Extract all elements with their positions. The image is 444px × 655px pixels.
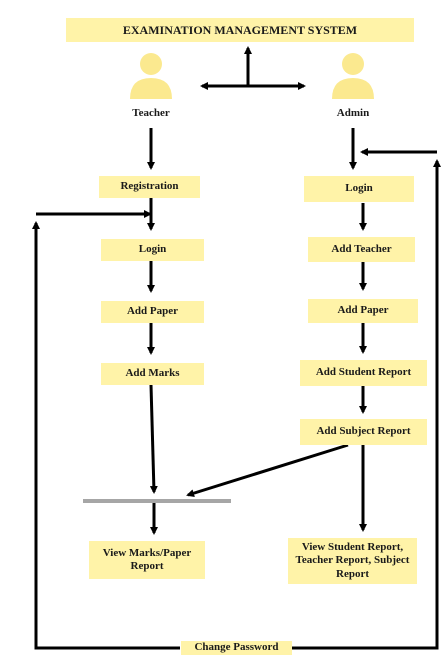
teacher-person-icon: [130, 53, 172, 99]
arrow-loop-right: [292, 159, 441, 650]
teacher-add-marks-box: Add Marks: [101, 363, 204, 385]
change-password-box: Change Password: [181, 641, 292, 655]
admin-add-teacher-box: Add Teacher: [308, 237, 415, 262]
admin-add-subject-report-box: Add Subject Report: [300, 419, 427, 445]
admin-add-paper-box: Add Paper: [308, 299, 418, 323]
admin-person-icon: [332, 53, 374, 99]
arrow-subjectreport-bar: [186, 443, 349, 498]
arrow-addmarks-bar: [149, 384, 158, 494]
diagram-title: EXAMINATION MANAGEMENT SYSTEM: [66, 18, 414, 42]
teacher-registration-box: Registration: [99, 176, 200, 198]
merge-bar: [83, 499, 231, 503]
arrow-loop-left: [32, 221, 180, 650]
admin-label: Admin: [336, 107, 370, 119]
admin-login-box: Login: [304, 176, 414, 202]
admin-view-reports-box: View Student Report, Teacher Report, Sub…: [288, 538, 417, 584]
admin-add-student-report-box: Add Student Report: [300, 360, 427, 386]
teacher-add-paper-box: Add Paper: [101, 301, 204, 323]
teacher-login-box: Login: [101, 239, 204, 261]
teacher-label: Teacher: [132, 107, 170, 119]
view-marks-paper-report-box: View Marks/Paper Report: [89, 541, 205, 579]
